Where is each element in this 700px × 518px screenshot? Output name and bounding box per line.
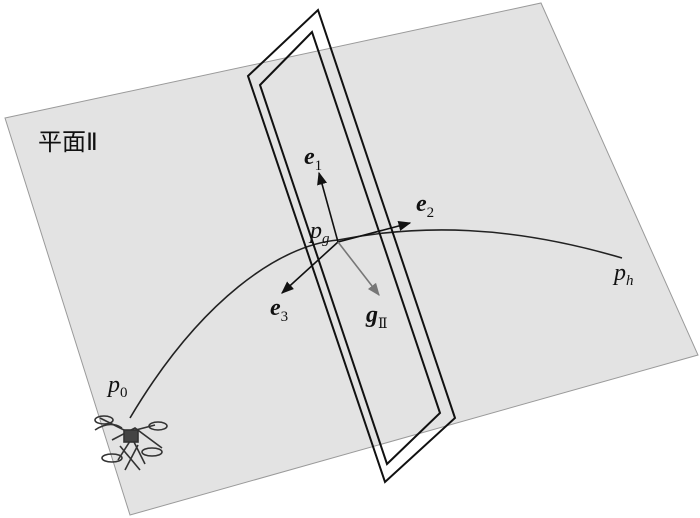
vector-e3 — [281, 241, 339, 294]
label-pg: pg — [308, 218, 330, 247]
label-e1: e1 — [304, 144, 322, 174]
vector-e1 — [317, 171, 339, 243]
plane-label: 平面Ⅱ — [38, 128, 98, 156]
label-p0: p0 — [106, 372, 128, 401]
frame-plane-inner — [258, 30, 442, 466]
vector-e2 — [337, 220, 412, 243]
drone-icon — [94, 415, 168, 471]
vector-g — [337, 241, 380, 297]
label-ph: ph — [612, 260, 634, 289]
label-e3: e3 — [270, 295, 288, 325]
label-e2: e2 — [416, 191, 434, 221]
frame-plane-outer — [246, 8, 457, 484]
label-g: gⅡ — [365, 302, 388, 332]
